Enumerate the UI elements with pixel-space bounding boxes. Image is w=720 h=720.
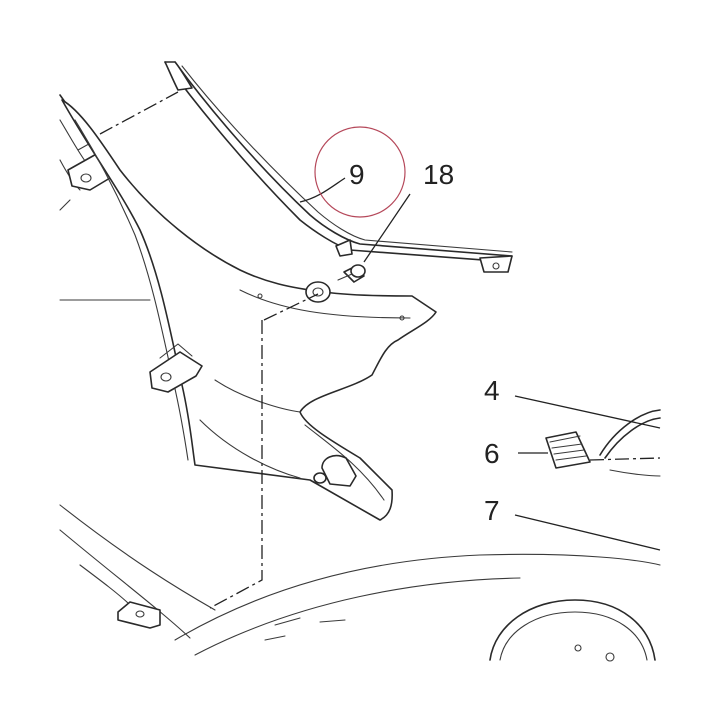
leader-7: [514, 514, 661, 551]
side-emblem: [599, 409, 661, 477]
leader-18: [363, 193, 411, 263]
windshield-trim: [164, 61, 513, 273]
clip-part: [545, 431, 591, 469]
fastener-screw: [337, 264, 366, 283]
panel-stud: [313, 454, 357, 487]
leader-lines: [299, 177, 661, 551]
lower-body-panel: [59, 504, 661, 656]
part-label-18: 18: [423, 159, 454, 190]
leader-4: [514, 395, 661, 429]
washer: [305, 281, 331, 303]
part-label-6: 6: [484, 438, 500, 469]
part-label-9: 9: [349, 159, 365, 190]
lower-bracket: [117, 601, 161, 629]
part-label-7: 7: [484, 495, 500, 526]
round-disc: [489, 599, 656, 662]
part-label-4: 4: [484, 375, 500, 406]
leader-9: [299, 177, 346, 203]
highlight-circle: [314, 126, 406, 218]
side-panel-bracket: [149, 343, 203, 393]
assembly-lines: [99, 91, 661, 609]
side-panel: [61, 99, 437, 521]
